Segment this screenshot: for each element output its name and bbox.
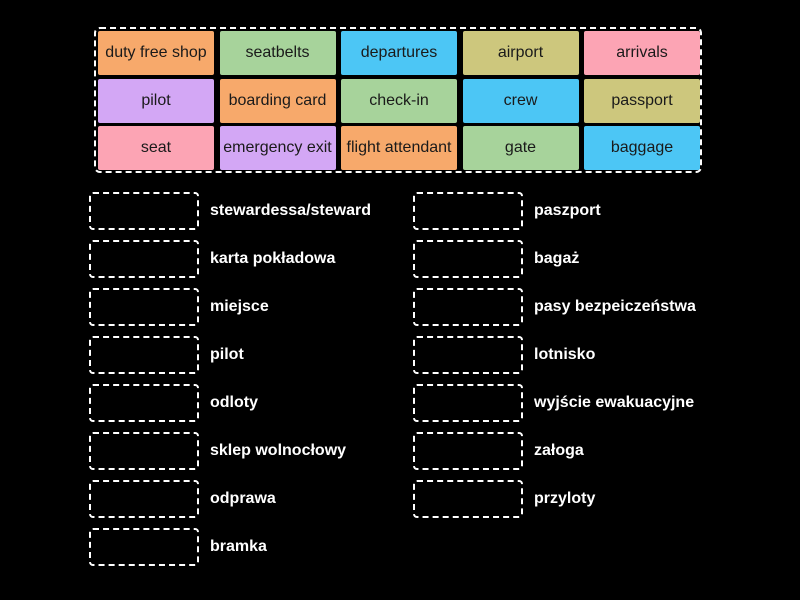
drop-slot-right-7[interactable] — [413, 480, 523, 518]
target-label: sklep wolnocłowy — [210, 442, 347, 459]
target-label: karta pokładowa — [210, 250, 336, 267]
drop-slot-right-6[interactable] — [413, 432, 523, 470]
tile-pilot[interactable]: pilot — [98, 78, 214, 123]
drop-slot-left-3[interactable] — [89, 288, 199, 326]
drop-slot-right-3[interactable] — [413, 288, 523, 326]
target-label: miejsce — [210, 298, 269, 315]
tile-duty-free-shop[interactable]: duty free shop — [98, 31, 214, 75]
tile-crew[interactable]: crew — [462, 78, 579, 123]
target-label: pilot — [210, 346, 244, 363]
drop-slot-left-7[interactable] — [89, 480, 199, 518]
target-label: przyloty — [534, 490, 596, 507]
tile-boarding-card[interactable]: boarding card — [219, 78, 336, 123]
tile-check-in[interactable]: check-in — [341, 78, 457, 123]
drop-slot-right-2[interactable] — [413, 240, 523, 278]
drop-slot-left-8[interactable] — [89, 528, 199, 566]
tile-seatbelts[interactable]: seatbelts — [219, 31, 336, 75]
target-label: lotnisko — [534, 346, 596, 363]
drop-slot-left-2[interactable] — [89, 240, 199, 278]
tile-flight-attendant[interactable]: flight attendant — [341, 126, 457, 170]
tile-arrivals[interactable]: arrivals — [584, 31, 700, 75]
target-label: odloty — [210, 394, 258, 411]
drop-slot-left-4[interactable] — [89, 336, 199, 374]
tile-departures[interactable]: departures — [341, 31, 457, 75]
tile-gate[interactable]: gate — [462, 126, 579, 170]
target-label: odprawa — [210, 490, 276, 507]
word-bank — [94, 27, 702, 173]
drop-slot-right-1[interactable] — [413, 192, 523, 230]
drop-slot-left-6[interactable] — [89, 432, 199, 470]
target-label: bramka — [210, 538, 267, 555]
drop-slot-left-5[interactable] — [89, 384, 199, 422]
target-label: bagaż — [534, 250, 580, 267]
tile-passport[interactable]: passport — [584, 78, 700, 123]
drop-slot-left-1[interactable] — [89, 192, 199, 230]
target-label: pasy bezpeiczeństwa — [534, 298, 696, 315]
target-label: stewardessa/steward — [210, 202, 371, 219]
target-label: paszport — [534, 202, 601, 219]
tile-emergency-exit[interactable]: emergency exit — [219, 126, 336, 170]
tile-airport[interactable]: airport — [462, 31, 579, 75]
target-label: wyjście ewakuacyjne — [534, 394, 695, 411]
tile-seat[interactable]: seat — [98, 126, 214, 170]
drop-slot-right-4[interactable] — [413, 336, 523, 374]
tile-baggage[interactable]: baggage — [584, 126, 700, 170]
drop-slot-right-5[interactable] — [413, 384, 523, 422]
target-label: załoga — [534, 442, 584, 459]
